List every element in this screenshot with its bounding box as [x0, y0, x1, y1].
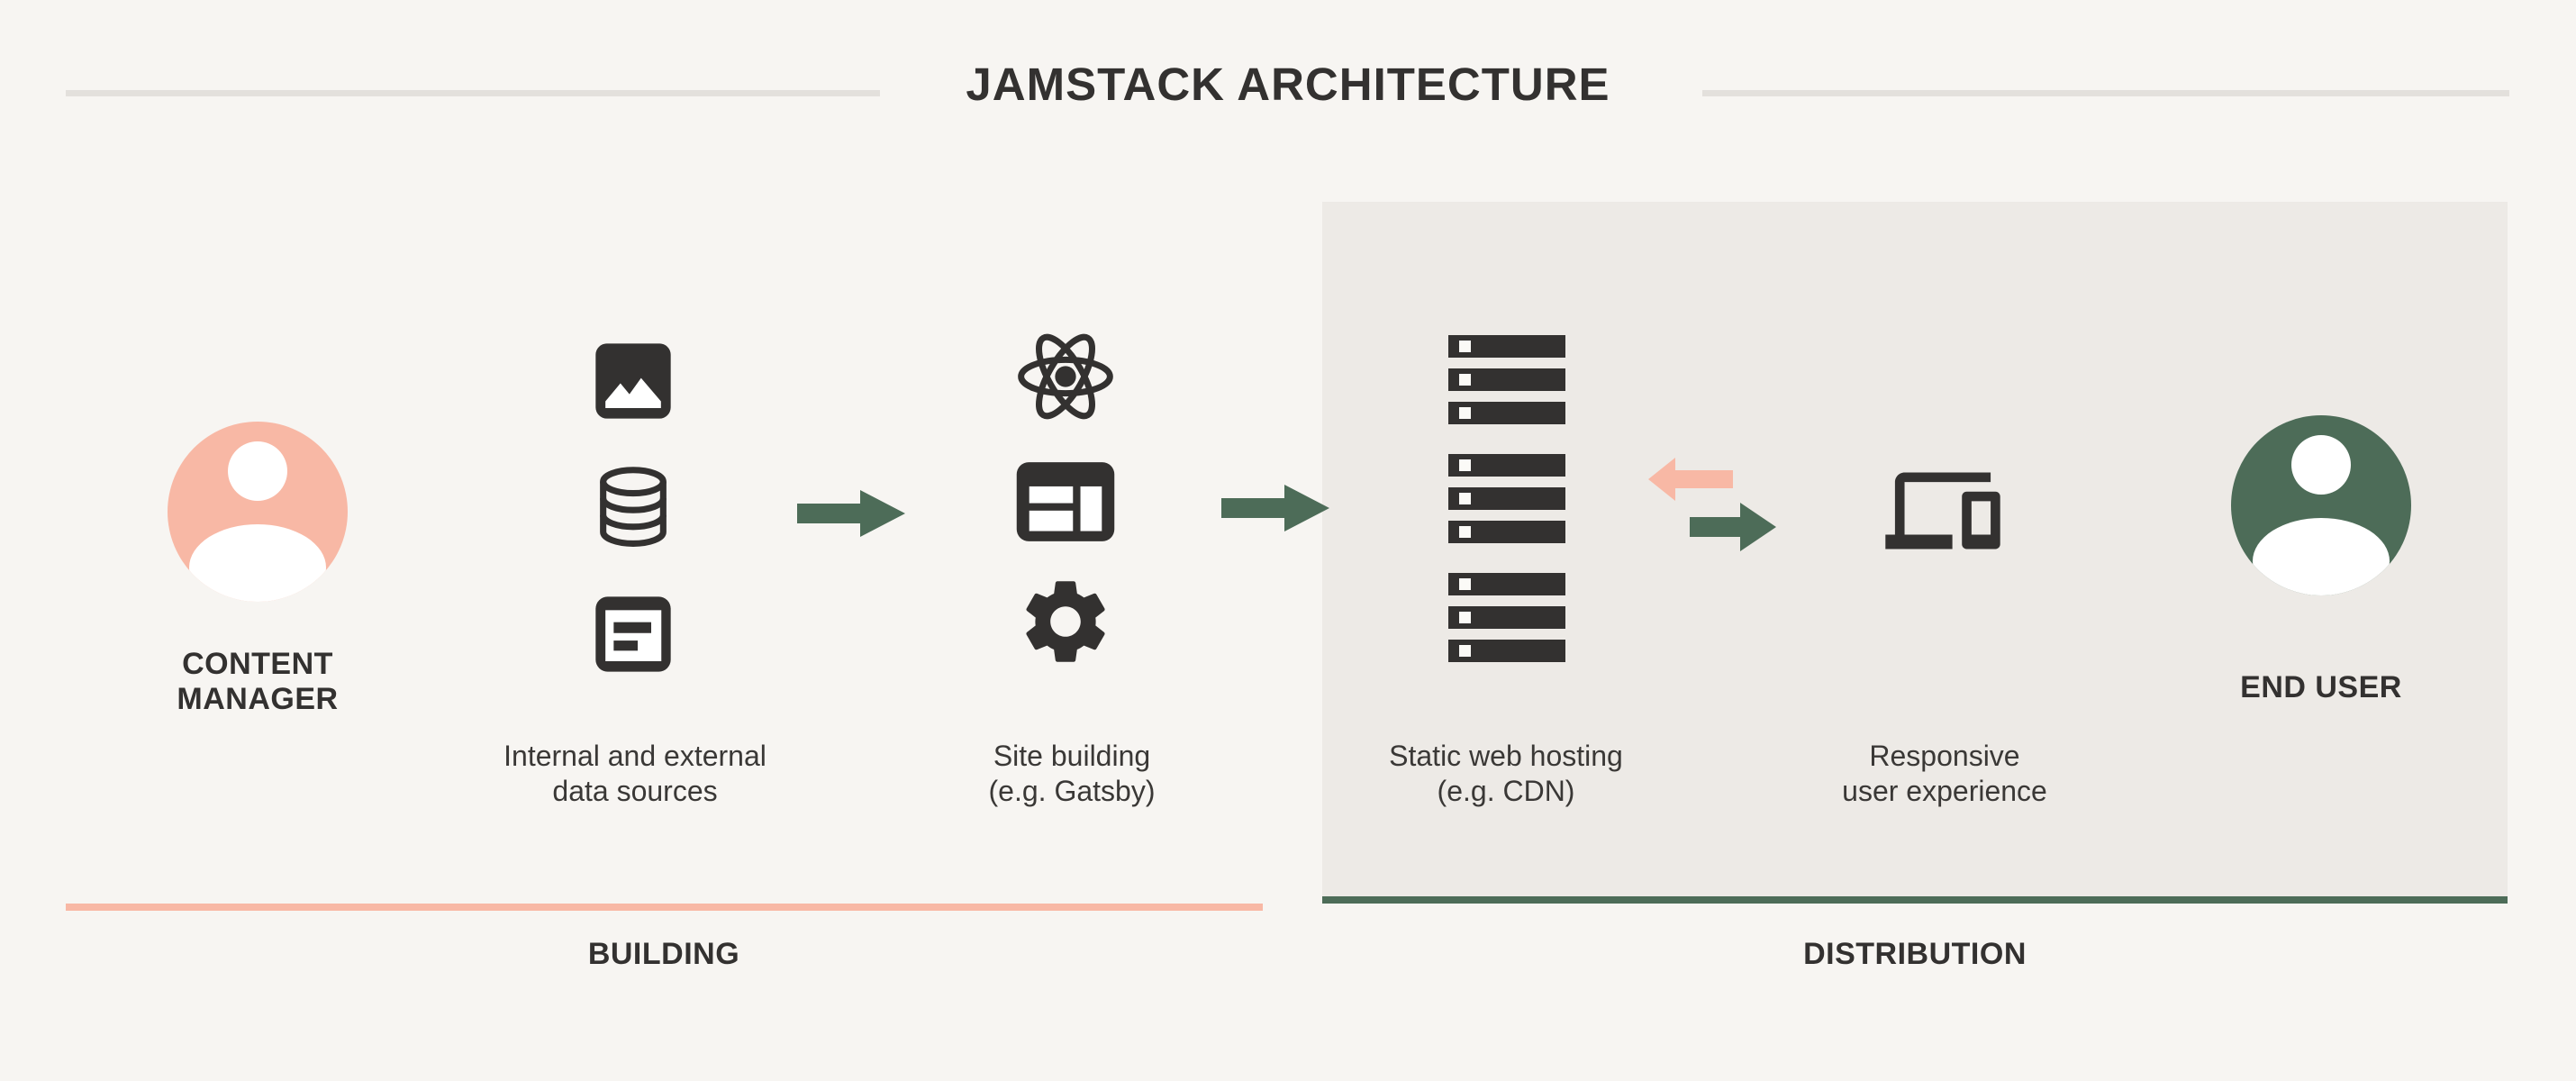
- server-bar: [1448, 335, 1565, 358]
- left-arrow-icon: [1648, 458, 1733, 501]
- gear-icon: [1026, 581, 1105, 662]
- image-icon: [595, 343, 671, 419]
- content-manager-label: CONTENT MANAGER: [59, 647, 456, 717]
- server-led: [1459, 493, 1471, 504]
- server-bar: [1448, 454, 1565, 477]
- server-stack-icon: [1448, 335, 1565, 662]
- article-icon: [595, 596, 671, 672]
- server-group: [1448, 454, 1565, 543]
- right-arrow-icon: [1690, 503, 1776, 551]
- site-building-caption-line2: (e.g. Gatsby): [988, 775, 1156, 807]
- server-led: [1459, 459, 1471, 471]
- static-hosting-caption-line2: (e.g. CDN): [1437, 775, 1575, 807]
- server-led: [1459, 645, 1471, 657]
- person-icon: [168, 422, 348, 602]
- react-icon: [1018, 333, 1113, 420]
- end-user-label: END USER: [2240, 670, 2402, 704]
- server-bar: [1448, 573, 1565, 595]
- server-led: [1459, 407, 1471, 419]
- server-bar: [1448, 402, 1565, 424]
- content-manager-line1: CONTENT: [182, 647, 333, 681]
- data-sources-caption-line2: data sources: [552, 775, 718, 807]
- static-hosting-caption-line1: Static web hosting: [1389, 740, 1623, 772]
- data-sources-caption-line1: Internal and external: [503, 740, 766, 772]
- data-sources-caption: Internal and external data sources: [437, 739, 833, 809]
- site-building-caption: Site building (e.g. Gatsby): [874, 739, 1270, 809]
- distribution-section-label: DISTRIBUTION: [1803, 937, 2027, 971]
- content-manager-line2: MANAGER: [177, 682, 339, 716]
- responsive-caption-line1: Responsive: [1869, 740, 2020, 772]
- server-led: [1459, 374, 1471, 386]
- server-led: [1459, 578, 1471, 590]
- server-group: [1448, 335, 1565, 424]
- server-group: [1448, 573, 1565, 662]
- devices-icon: [1885, 472, 2000, 550]
- building-section-label: BUILDING: [587, 937, 740, 971]
- server-bar: [1448, 521, 1565, 543]
- page-title: JAMSTACK ARCHITECTURE: [966, 59, 1610, 110]
- right-arrow-icon: [797, 490, 905, 537]
- database-icon: [600, 467, 667, 547]
- building-underline: [66, 904, 1263, 911]
- static-hosting-caption: Static web hosting (e.g. CDN): [1308, 739, 1704, 809]
- responsive-caption-line2: user experience: [1842, 775, 2047, 807]
- server-bar: [1448, 487, 1565, 510]
- server-bar: [1448, 368, 1565, 391]
- server-led: [1459, 341, 1471, 352]
- server-bar: [1448, 606, 1565, 629]
- person-icon: [2231, 415, 2411, 595]
- server-bar: [1448, 640, 1565, 662]
- server-led: [1459, 526, 1471, 538]
- web-layout-icon: [1016, 462, 1115, 541]
- responsive-caption: Responsive user experience: [1746, 739, 2143, 809]
- right-arrow-icon: [1221, 485, 1329, 531]
- title-rule-left: [66, 90, 880, 96]
- site-building-caption-line1: Site building: [993, 740, 1151, 772]
- title-rule-right: [1702, 90, 2509, 96]
- server-led: [1459, 612, 1471, 623]
